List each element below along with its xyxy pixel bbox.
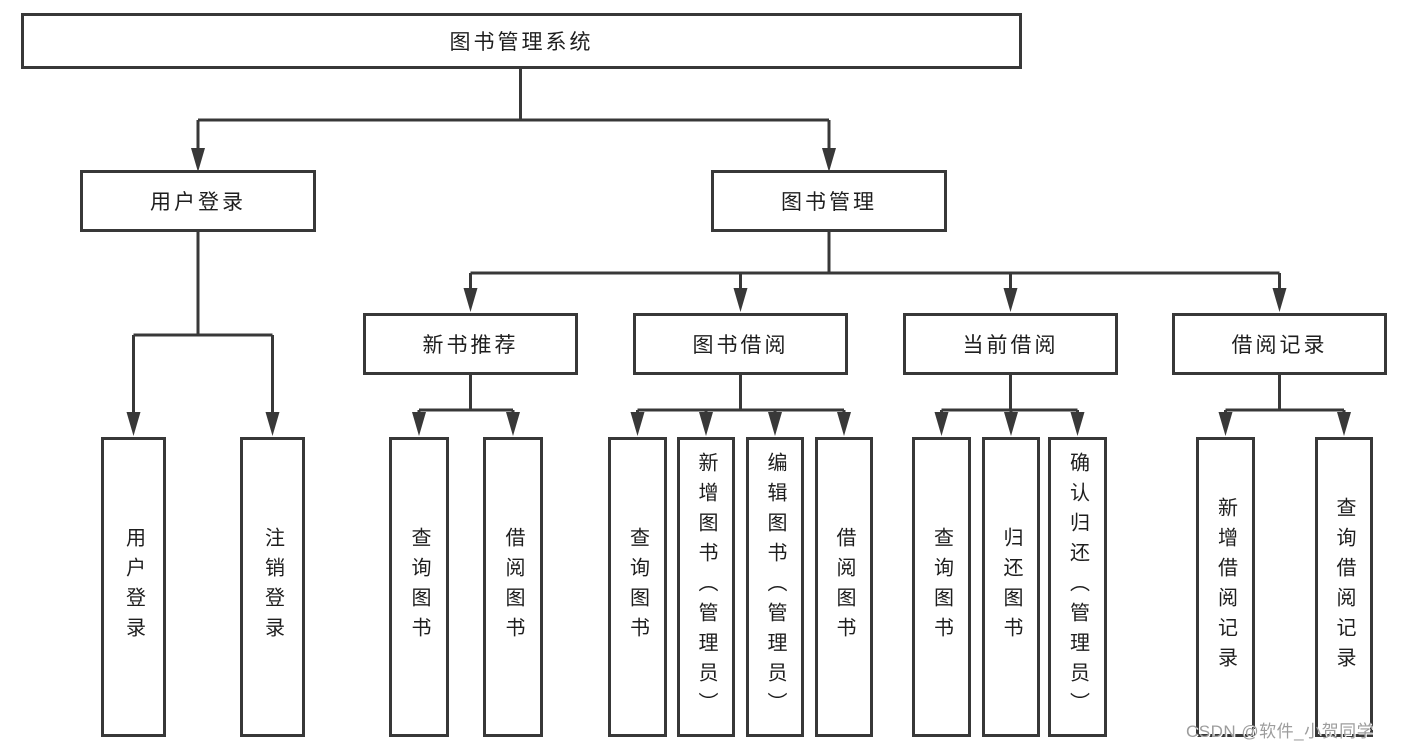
- leaf-edit-book-admin-label: 编辑图书（管理员）: [764, 452, 786, 722]
- leaf-query-borrow-record: 查询借阅记录: [1315, 437, 1373, 737]
- node-book-management-label: 图书管理: [781, 191, 877, 214]
- leaf-user-login: 用户登录: [101, 437, 166, 737]
- leaf-borrow-books-1-label: 借阅图书: [502, 527, 524, 647]
- leaf-add-borrow-record-label: 新增借阅记录: [1214, 497, 1237, 677]
- node-user-login: 用户登录: [80, 170, 316, 232]
- leaf-borrow-books-2: 借阅图书: [815, 437, 873, 737]
- node-library-system-label: 图书管理系统: [449, 31, 594, 54]
- node-book-borrow-label: 图书借阅: [692, 334, 789, 357]
- node-current-borrow: 当前借阅: [903, 313, 1118, 375]
- arrowheads: [126, 148, 1351, 436]
- node-new-book-recommend: 新书推荐: [363, 313, 578, 375]
- leaf-query-books-2: 查询图书: [608, 437, 667, 737]
- leaf-query-books-1: 查询图书: [389, 437, 449, 737]
- leaf-add-book-admin: 新增图书（管理员）: [677, 437, 735, 737]
- leaf-add-book-admin-label: 新增图书（管理员）: [695, 452, 717, 722]
- leaf-query-borrow-record-label: 查询借阅记录: [1333, 497, 1355, 677]
- leaf-user-login-label: 用户登录: [122, 527, 145, 647]
- node-book-borrow: 图书借阅: [633, 313, 848, 375]
- leaf-query-books-3: 查询图书: [912, 437, 971, 737]
- leaf-logout: 注销登录: [240, 437, 305, 737]
- leaf-confirm-return-admin: 确认归还（管理员）: [1048, 437, 1107, 737]
- watermark-csdn: CSDN @软件_小贺同学: [1186, 722, 1375, 741]
- node-borrow-records-label: 借阅记录: [1231, 334, 1328, 357]
- leaf-query-books-3-label: 查询图书: [930, 527, 953, 647]
- leaf-query-books-2-label: 查询图书: [626, 527, 649, 647]
- leaf-add-borrow-record: 新增借阅记录: [1196, 437, 1255, 737]
- node-user-login-label: 用户登录: [150, 191, 246, 214]
- leaf-logout-label: 注销登录: [261, 527, 284, 647]
- leaf-borrow-books-1: 借阅图书: [483, 437, 543, 737]
- leaf-return-books: 归还图书: [982, 437, 1040, 737]
- node-book-management: 图书管理: [711, 170, 947, 232]
- leaf-return-books-label: 归还图书: [1000, 527, 1022, 647]
- node-current-borrow-label: 当前借阅: [962, 334, 1059, 357]
- leaf-query-books-1-label: 查询图书: [408, 527, 430, 647]
- leaf-borrow-books-2-label: 借阅图书: [833, 527, 855, 647]
- leaf-confirm-return-admin-label: 确认归还（管理员）: [1066, 452, 1089, 722]
- node-new-book-recommend-label: 新书推荐: [422, 334, 519, 357]
- node-borrow-records: 借阅记录: [1172, 313, 1387, 375]
- node-library-system: 图书管理系统: [21, 13, 1022, 69]
- leaf-edit-book-admin: 编辑图书（管理员）: [746, 437, 804, 737]
